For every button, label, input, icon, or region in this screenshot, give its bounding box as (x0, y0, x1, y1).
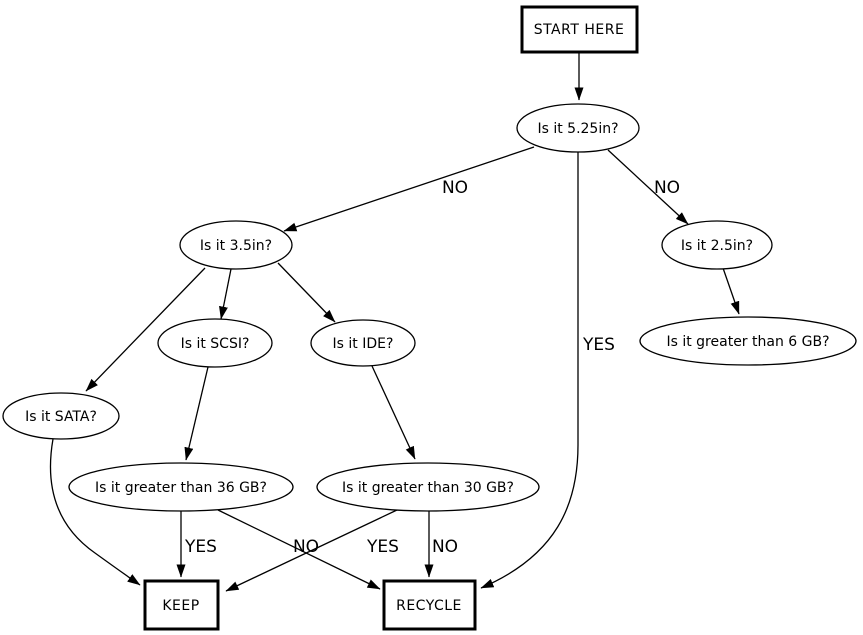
edge-525-no-to-25 (607, 149, 689, 225)
edge-scsi-to-36gb (184, 366, 209, 461)
node-is-it-ide: Is it IDE? (310, 319, 416, 367)
edge-35-to-ide (277, 262, 336, 323)
edge-label-yes-30-keep: YES (366, 537, 399, 557)
is-it-35in-label: Is it 3.5in? (200, 238, 272, 254)
node-gt-30gb: Is it greater than 30 GB? (316, 462, 540, 512)
edge-35-to-sata (85, 267, 206, 392)
is-it-scsi-label: Is it SCSI? (181, 336, 250, 352)
node-gt-6gb: Is it greater than 6 GB? (639, 316, 857, 366)
is-it-ide-label: Is it IDE? (333, 336, 394, 352)
keep-box (143, 579, 220, 631)
edges (49, 52, 740, 592)
is-it-25in-label: Is it 2.5in? (681, 238, 753, 254)
is-it-35in-ellipse (179, 220, 293, 270)
is-it-sata-label: Is it SATA? (25, 409, 97, 425)
node-is-it-525in: Is it 5.25in? (516, 103, 640, 153)
start-here-label: START HERE (534, 22, 625, 38)
node-is-it-scsi: Is it SCSI? (157, 318, 273, 368)
edge-525-yes-to-recycle (480, 152, 579, 589)
is-it-525in-label: Is it 5.25in? (537, 121, 618, 137)
gt-36gb-label: Is it greater than 36 GB? (95, 480, 267, 496)
node-gt-36gb: Is it greater than 36 GB? (68, 462, 294, 512)
edge-label-no-left: NO (442, 178, 468, 198)
edge-label-yes-36-keep: YES (184, 537, 217, 557)
edge-525-no-to-35 (283, 146, 535, 232)
edge-36gb-no-to-recycle (217, 509, 381, 590)
edge-ide-to-30gb (371, 365, 416, 460)
edge-label-no-right: NO (654, 178, 680, 198)
gt-30gb-ellipse (316, 462, 540, 512)
recycle-label: RECYCLE (396, 598, 462, 614)
keep-label: KEEP (162, 598, 199, 614)
edge-label-yes-recycle: YES (582, 335, 615, 355)
edge-label-no-30-recycle: NO (432, 537, 458, 557)
start-here-box (520, 5, 639, 54)
edge-25-to-6gb (722, 267, 740, 315)
node-keep: KEEP (143, 579, 220, 631)
is-it-25in-ellipse (661, 220, 773, 270)
is-it-sata-ellipse (2, 392, 120, 440)
node-is-it-sata: Is it SATA? (2, 392, 120, 440)
node-is-it-25in: Is it 2.5in? (661, 220, 773, 270)
gt-6gb-label: Is it greater than 6 GB? (666, 334, 829, 350)
recycle-box (382, 579, 477, 631)
edge-35-to-scsi (219, 268, 232, 320)
gt-30gb-label: Is it greater than 30 GB? (342, 480, 514, 496)
edge-sata-to-keep (49, 438, 141, 586)
edge-labels: NO NO YES YES NO YES NO (184, 178, 680, 557)
node-recycle: RECYCLE (382, 579, 477, 631)
node-is-it-35in: Is it 3.5in? (179, 220, 293, 270)
gt-6gb-ellipse (639, 316, 857, 366)
is-it-scsi-ellipse (157, 318, 273, 368)
is-it-525in-ellipse (516, 103, 640, 153)
is-it-ide-ellipse (310, 319, 416, 367)
edge-30gb-yes-to-keep (225, 509, 398, 592)
gt-36gb-ellipse (68, 462, 294, 512)
edge-label-no-36-recycle: NO (293, 537, 319, 557)
node-start-here: START HERE (520, 5, 639, 54)
